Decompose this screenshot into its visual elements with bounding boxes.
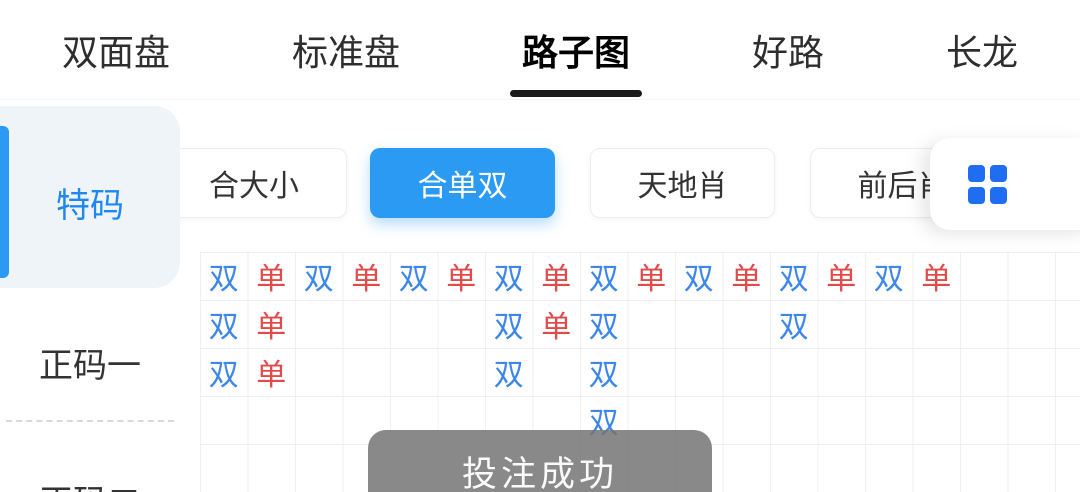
road-cell: 单 [826,263,857,296]
nav-tab-label: 好路 [751,31,824,73]
road-cell: 双 [588,359,619,392]
road-cell: 单 [636,263,667,296]
top-nav: 双面盘 标准盘 路子图 好路 长龙 [0,0,1080,100]
nav-tab-label: 标准盘 [291,31,400,73]
road-cell: 单 [351,263,382,296]
road-cell: 单 [256,311,287,344]
toast: 投注成功 [368,430,712,492]
road-cell: 单 [256,359,287,392]
filter-button-sum-odd-even[interactable]: 合单双 [370,148,555,218]
sidebar-item-main-code-1[interactable]: 正码一 [39,347,141,385]
nav-tab-roadmap[interactable]: 路子图 [509,0,642,100]
filter-button-sum-big-small[interactable]: 合大小 [180,148,347,218]
sidebar-active-background [0,106,180,288]
road-cell: 双 [493,311,524,344]
road-cell: 双 [588,311,619,344]
sidebar-active-accent-bar [0,126,9,278]
grid-icon-square [990,164,1007,182]
road-cell: 单 [446,263,477,296]
road-cell: 双 [778,263,809,296]
road-cell: 双 [303,263,334,296]
grid-menu-icon[interactable] [968,164,1007,204]
road-cell: 单 [921,263,952,296]
road-cell: 单 [731,263,762,296]
sidebar: 特码 正码一 正码二 [0,100,180,492]
grid-icon-square [990,186,1007,204]
road-cell: 双 [683,263,714,296]
nav-tab-label: 路子图 [521,31,630,73]
road-cell: 单 [541,263,572,296]
road-cell: 双 [493,359,524,392]
road-cell: 双 [208,359,239,392]
nav-tab-standard[interactable]: 标准盘 [292,0,400,100]
road-cell: 双 [208,311,239,344]
sidebar-item-special-code[interactable]: 特码 [56,187,124,225]
road-cell: 双 [873,263,904,296]
grid-icon-square [968,186,985,204]
main-content: 合大小 合单双 天地肖 前后肖 双双双单单单双单双单双双双单单双双双双单双单双双… [180,100,1080,492]
road-cell: 双 [778,311,809,344]
nav-tab-long-dragon[interactable]: 长龙 [946,0,1018,100]
active-tab-underline [509,89,642,97]
road-cell: 双 [398,263,429,296]
nav-tab-double-side[interactable]: 双面盘 [62,0,170,100]
nav-tab-label: 双面盘 [62,31,171,73]
road-cell: 单 [541,311,572,344]
road-cell: 双 [208,263,239,296]
road-cell: 双 [588,263,619,296]
sidebar-item-main-code-2[interactable]: 正码二 [0,475,180,492]
road-cell: 双 [493,263,524,296]
filter-button-sky-earth-zodiac[interactable]: 天地肖 [590,148,775,218]
nav-tab-label: 长龙 [945,31,1018,73]
filter-menu-panel [930,138,1080,230]
toast-message: 投注成功 [461,455,618,492]
nav-tab-good-road[interactable]: 好路 [752,0,824,100]
grid-icon-square [968,164,985,182]
divider-dashed [6,420,174,422]
road-cell: 单 [256,263,287,296]
